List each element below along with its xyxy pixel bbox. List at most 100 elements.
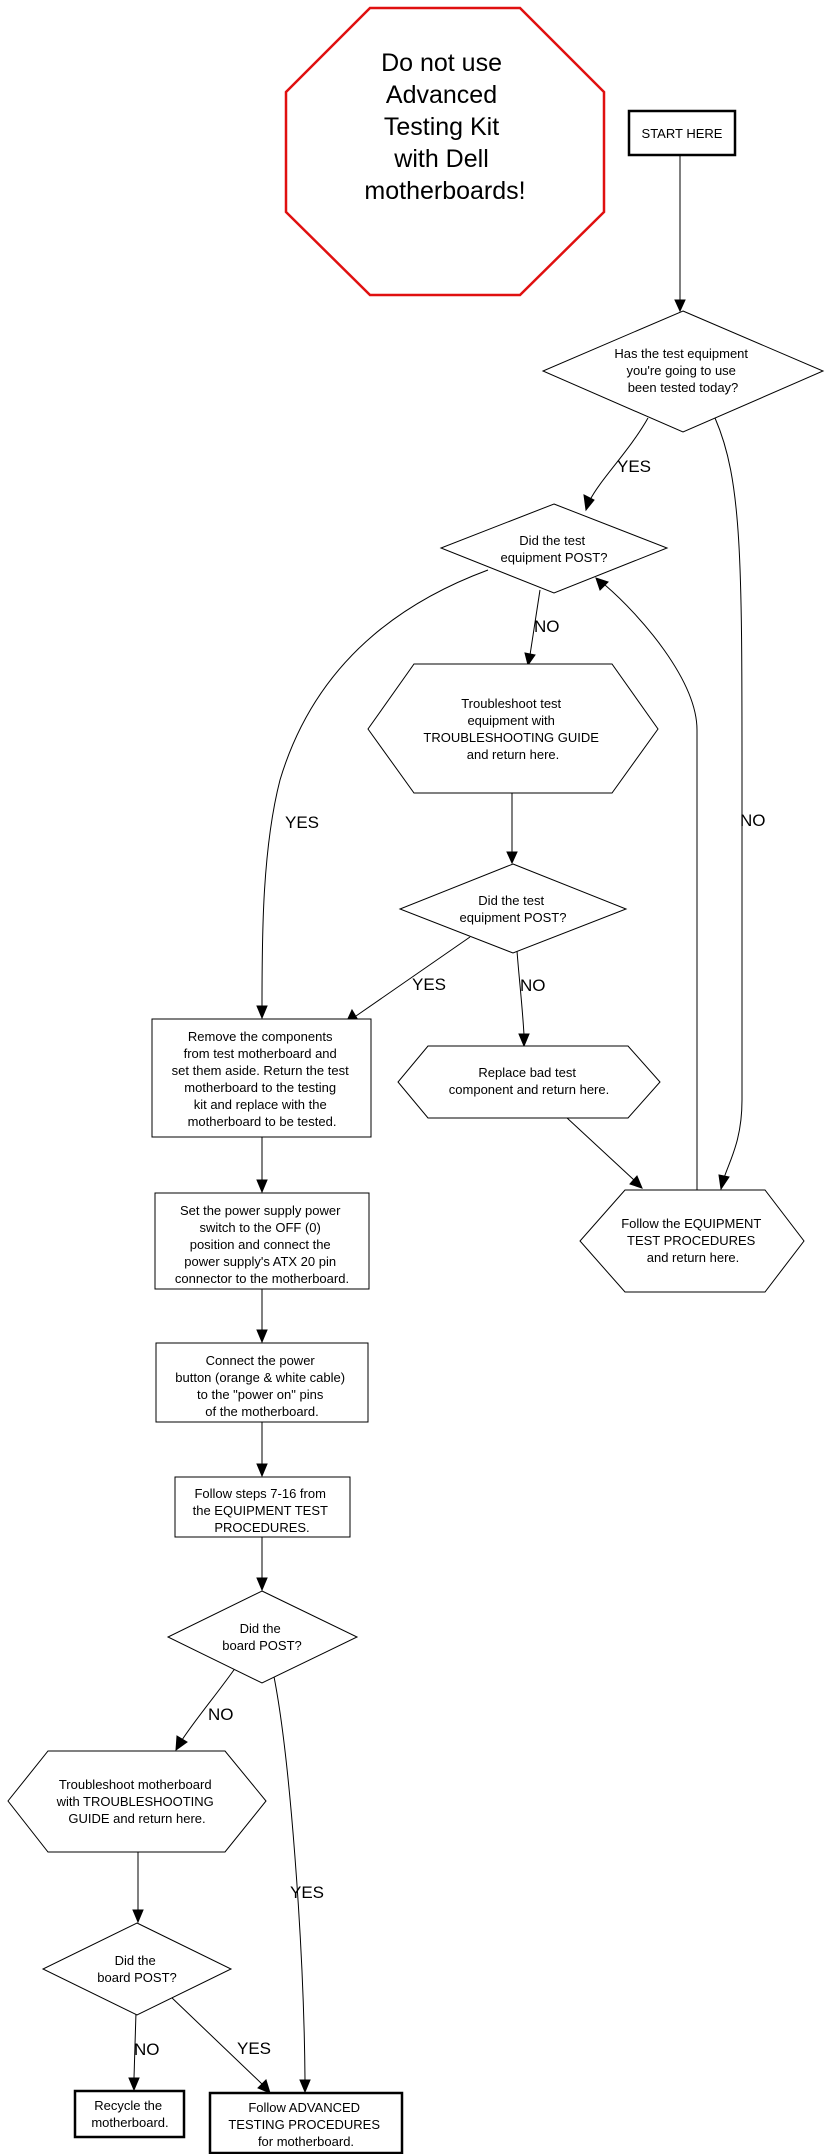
arrowhead [256, 1463, 268, 1478]
node-text: Troubleshoot motherboard with TROUBLESHO… [56, 1777, 218, 1826]
edge-tested-yes [589, 417, 649, 501]
process-box [155, 1342, 369, 1423]
arrowhead [299, 2079, 311, 2094]
process-hexagon [7, 1750, 267, 1853]
node-remove: Remove the components from test motherbo… [151, 1018, 372, 1138]
arrowhead [629, 1175, 643, 1189]
edge-replace-to-follow [565, 1116, 635, 1181]
node-line: from test motherboard and [184, 1046, 337, 1061]
node-line: equipment POST? [501, 550, 608, 565]
node-q-tested: Has the test equipment you're going to u… [541, 310, 825, 433]
node-start: START HERE [627, 109, 737, 157]
process-box [154, 1192, 370, 1290]
node-line: for motherboard. [258, 2134, 354, 2149]
process-box [151, 1018, 372, 1138]
node-line: Troubleshoot motherboard [59, 1777, 212, 1792]
node-text: Follow the EQUIPMENT TEST PROCEDURES and… [621, 1216, 765, 1265]
node-q-post1: Did the test equipment POST? [439, 503, 669, 594]
node-line: of the motherboard. [205, 1404, 318, 1419]
terminal-box [73, 2089, 186, 2139]
node-line: Did the [115, 1953, 156, 1968]
decision-diamond [541, 310, 825, 433]
node-line: Troubleshoot test [461, 696, 561, 711]
node-line: switch to the OFF (0) [200, 1220, 321, 1235]
node-line: kit and replace with the [194, 1097, 327, 1112]
node-line: motherboard to be tested. [188, 1114, 337, 1129]
node-line: Remove the components [188, 1029, 333, 1044]
node-q-post2: Did the test equipment POST? [398, 863, 628, 954]
decision-diamond [41, 1922, 233, 2016]
edge-label-no: NO [534, 617, 560, 636]
node-troubleshoot-eq: Troubleshoot test equipment with TROUBLE… [367, 663, 659, 794]
node-line: component and return here. [449, 1082, 609, 1097]
node-line: been tested today? [628, 380, 739, 395]
node-connect-btn: Connect the power button (orange & white… [155, 1342, 369, 1423]
node-line: equipment with [467, 713, 554, 728]
node-line: TROUBLESHOOTING GUIDE [423, 730, 599, 745]
arrowhead [524, 652, 536, 667]
node-text: Connect the power button (orange & white… [175, 1353, 348, 1419]
edge-label-yes: YES [237, 2039, 271, 2058]
warning-line: Do not use [381, 49, 502, 77]
node-text: Did the test equipment POST? [501, 533, 608, 565]
stop-octagon [284, 6, 606, 297]
arrowhead [256, 1179, 268, 1194]
node-text: Remove the components from test motherbo… [172, 1029, 353, 1129]
node-line: position and connect the [190, 1237, 331, 1252]
node-line: motherboard to the testing [184, 1080, 336, 1095]
node-text: Replace bad test component and return he… [449, 1065, 609, 1097]
node-text: START HERE [642, 126, 723, 141]
edge-board1-yes [271, 1666, 306, 2081]
edge-label-no: NO [134, 2040, 160, 2059]
decision-diamond [398, 863, 628, 954]
edge-post1-no [529, 589, 541, 656]
start-box [627, 109, 737, 157]
arrowhead [674, 299, 686, 313]
edge-board1-no [181, 1666, 237, 1741]
arrowhead [128, 2077, 140, 2092]
edge-board2-yes [169, 1995, 263, 2085]
node-line: Has the test equipment [614, 346, 748, 361]
edge-label-yes: YES [617, 457, 651, 476]
arrowhead [256, 1577, 268, 1592]
arrowhead [718, 1174, 730, 1191]
node-line: the EQUIPMENT TEST [193, 1503, 328, 1518]
warning-line: with Dell [393, 145, 488, 173]
process-hexagon [397, 1045, 661, 1119]
node-text: Did the test equipment POST? [460, 893, 567, 925]
warning-line: Advanced [386, 81, 497, 109]
edge-post1-yes [261, 569, 489, 1007]
node-line: GUIDE and return here. [68, 1811, 205, 1826]
node-line: you're going to use [626, 363, 735, 378]
node-line: PROCEDURES. [214, 1520, 309, 1535]
node-line: and return here. [647, 1250, 740, 1265]
edge-follow-back-to-post1 [604, 584, 698, 1191]
node-line: and return here. [467, 747, 560, 762]
edges: YES NO NO YES YES NO [128, 155, 766, 2094]
node-troubleshoot-mb: Troubleshoot motherboard with TROUBLESHO… [7, 1750, 267, 1853]
node-text: Did the board POST? [222, 1621, 302, 1653]
node-text: Troubleshoot test equipment with TROUBLE… [423, 696, 602, 762]
edge-board2-no [133, 2011, 137, 2079]
node-text: Set the power supply power switch to the… [175, 1203, 349, 1286]
node-line: board POST? [222, 1638, 302, 1653]
process-hexagon [367, 663, 659, 794]
node-line: equipment POST? [460, 910, 567, 925]
edge-label-no: NO [740, 811, 766, 830]
arrowhead [256, 1329, 268, 1344]
arrowhead [595, 577, 609, 591]
node-advanced: Follow ADVANCED TESTING PROCEDURES for m… [208, 2091, 404, 2154]
node-line: Recycle the [94, 2098, 162, 2113]
node-line: motherboard. [91, 2115, 168, 2130]
node-line: Did the test [519, 533, 585, 548]
decision-diamond [166, 1590, 359, 1684]
process-hexagon [579, 1189, 805, 1293]
arrowhead [175, 1735, 188, 1752]
node-line: board POST? [97, 1970, 177, 1985]
edge-tested-no [714, 417, 743, 1179]
node-line: Follow ADVANCED [248, 2100, 360, 2115]
node-text: Has the test equipment you're going to u… [614, 346, 751, 395]
edge-label-no: NO [520, 976, 546, 995]
node-line: with TROUBLESHOOTING [56, 1794, 214, 1809]
